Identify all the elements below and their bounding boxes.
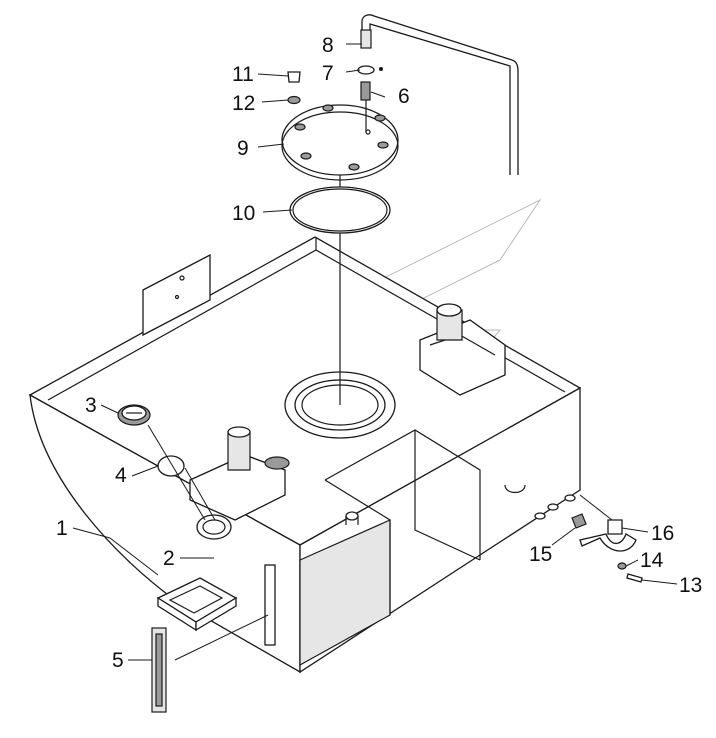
sensor-stem	[357, 65, 383, 132]
o-ring	[157, 455, 185, 477]
bolt-13	[626, 573, 643, 583]
callout-12: 12	[232, 92, 255, 115]
callout-8: 8	[322, 34, 334, 57]
washer-14	[617, 562, 627, 570]
filler-cap	[117, 404, 151, 426]
pipe-clamp	[579, 519, 637, 552]
callout-5: 5	[112, 649, 124, 672]
callout-15: 15	[529, 543, 552, 566]
elbow-fitting	[571, 513, 587, 529]
leader-lines	[72, 43, 678, 661]
tank-body	[28, 175, 582, 674]
callout-6: 6	[398, 85, 410, 108]
callout-16: 16	[651, 522, 674, 545]
callout-10: 10	[232, 202, 255, 225]
callout-7: 7	[322, 62, 334, 85]
step-bracket	[156, 577, 238, 632]
callout-1: 1	[56, 517, 68, 540]
callout-2: 2	[163, 547, 175, 570]
callout-4: 4	[115, 464, 127, 487]
gasket-ring	[289, 186, 391, 234]
bolt-and-washer	[287, 71, 301, 105]
breather-pipe	[360, 14, 519, 175]
sight-gauge	[151, 564, 276, 713]
callout-3: 3	[85, 394, 97, 417]
neck-ring	[196, 514, 232, 540]
callout-11: 11	[232, 63, 254, 86]
lid-assembly	[281, 104, 399, 234]
callout-13: 13	[679, 574, 702, 597]
callout-9: 9	[237, 137, 249, 160]
callout-14: 14	[640, 549, 664, 572]
callout-labels: 1 2 3 4 5 6 7 8 9 10 11 12 13 14 15 16	[56, 34, 702, 672]
